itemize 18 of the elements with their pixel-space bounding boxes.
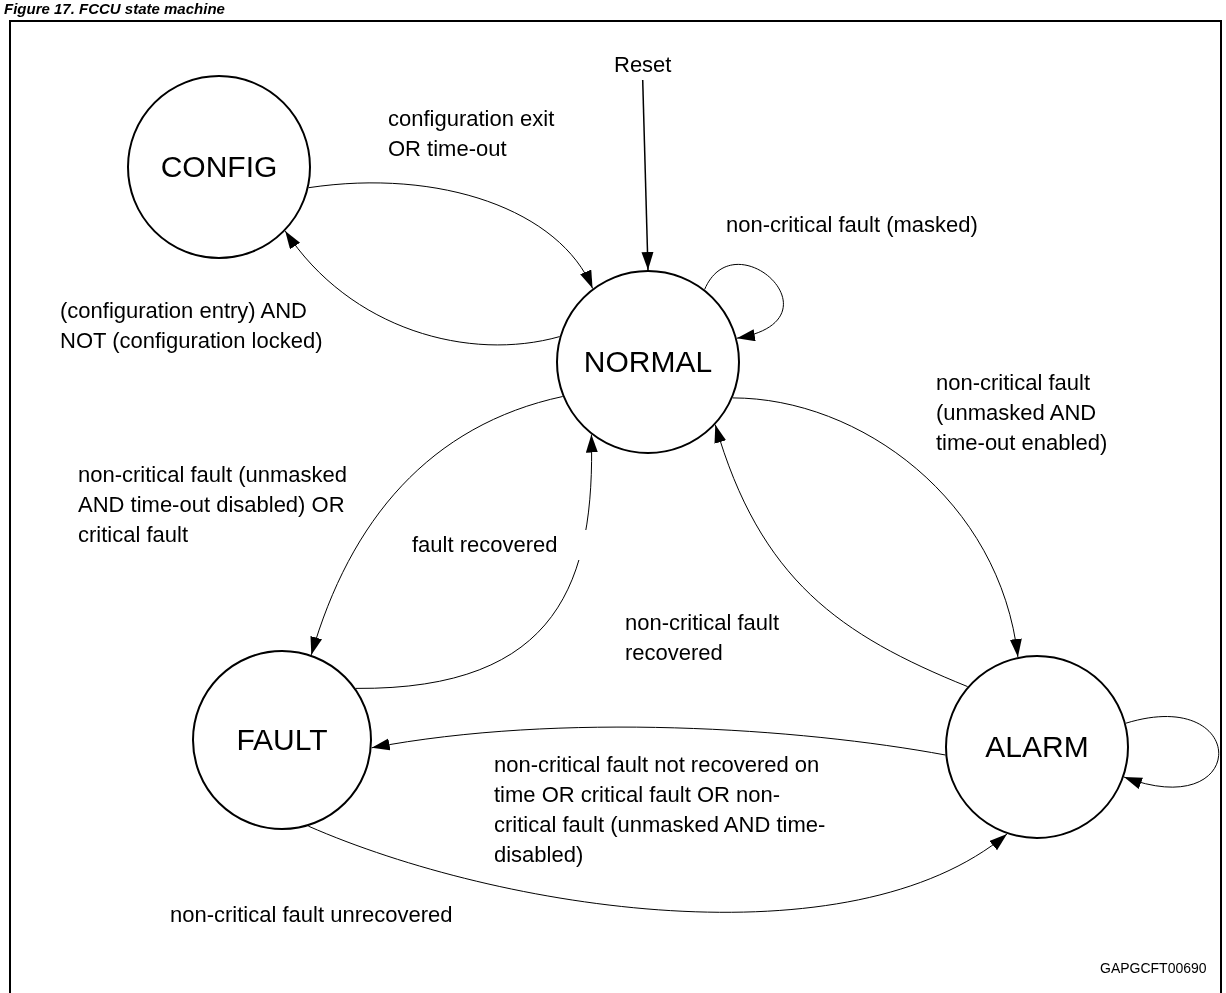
input-label: Reset — [614, 52, 672, 78]
transition-arrow — [310, 396, 564, 656]
transition-arrow — [714, 424, 969, 688]
transition-arrow — [308, 182, 594, 289]
state-name: NORMAL — [583, 345, 713, 379]
transition-arrow — [284, 230, 561, 346]
state-name: ALARM — [985, 730, 1089, 764]
figure-id: GAPGCFT00690 — [1100, 960, 1207, 976]
state-name: CONFIG — [160, 150, 278, 184]
transition-arrow — [704, 263, 784, 340]
transition-arrow — [307, 825, 1008, 913]
figure-title: Figure 17. FCCU state machine — [4, 0, 225, 17]
transition-arrow — [641, 79, 654, 271]
transition-arrow — [1123, 716, 1220, 788]
transition-arrow — [371, 726, 946, 756]
transition-arrow — [355, 434, 598, 689]
transition-arrow — [732, 397, 1021, 658]
state-name: FAULT — [236, 723, 328, 757]
